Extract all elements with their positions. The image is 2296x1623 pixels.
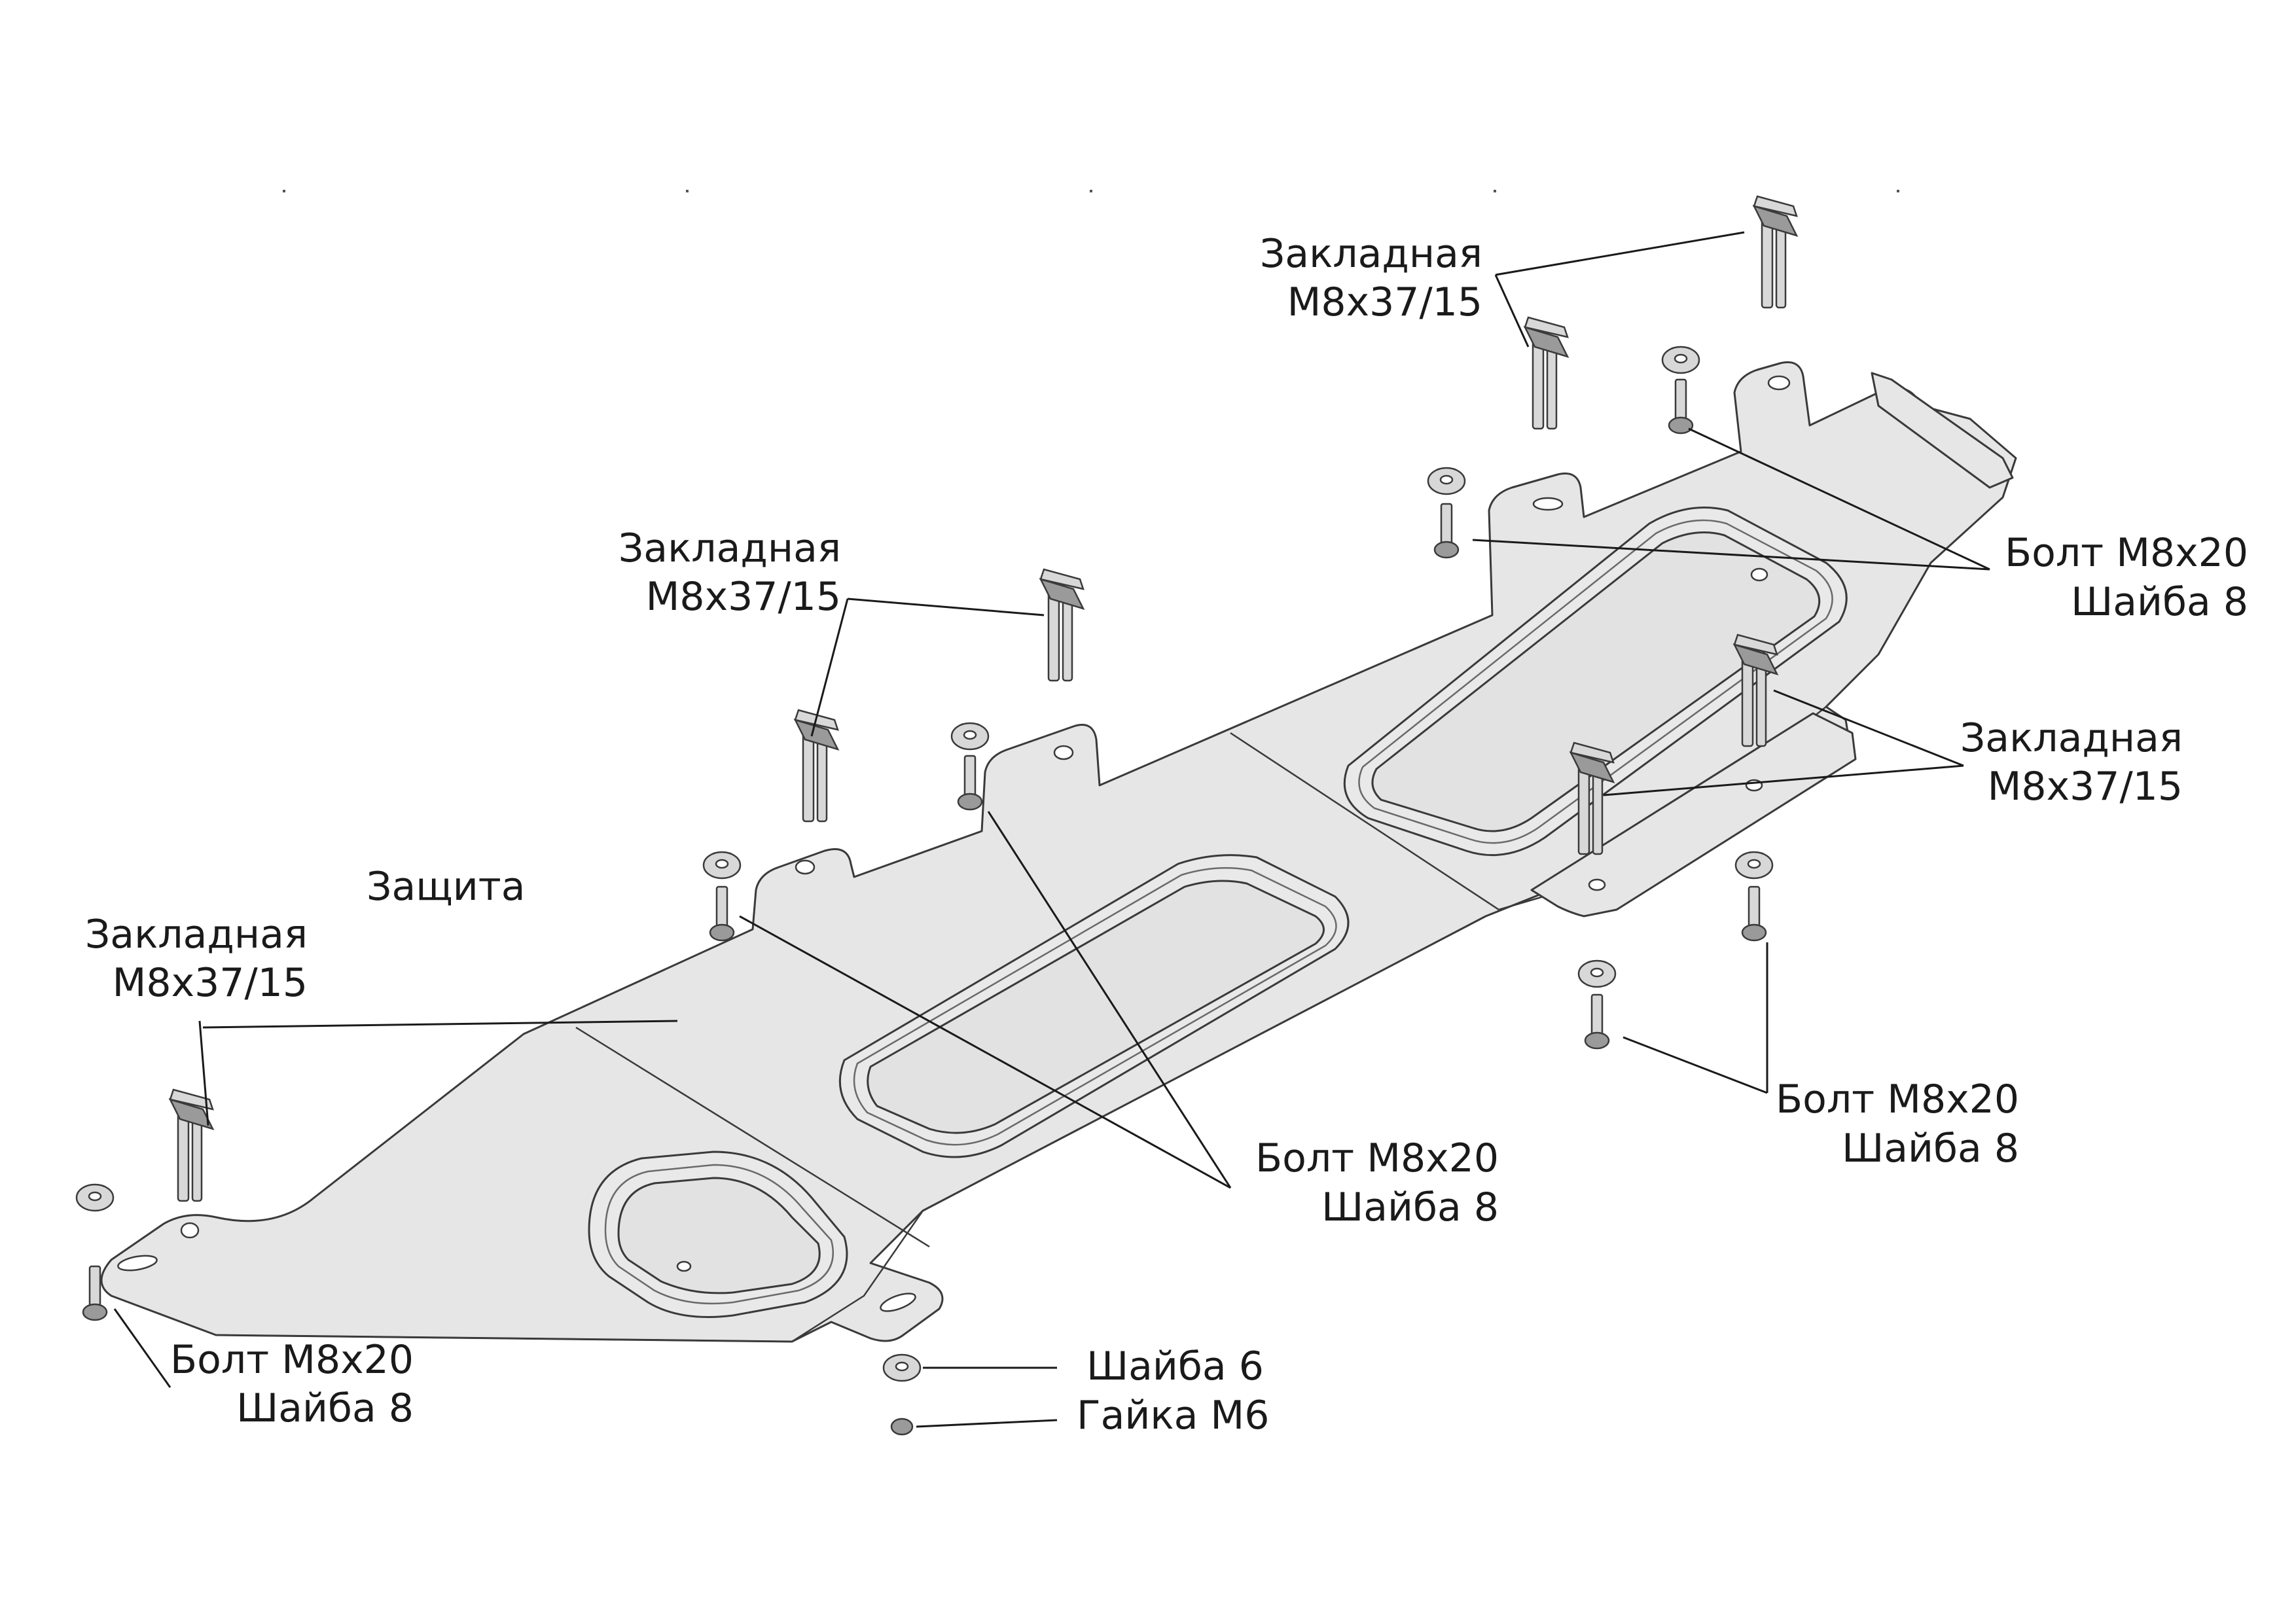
clip-nut-icon — [1524, 316, 1569, 430]
label-bolt-right-bottom: Болт M8x20 — [1776, 1077, 2019, 1122]
label-zakladnaya-left: Закладная — [85, 912, 308, 957]
nut-icon — [890, 1418, 914, 1436]
bolt-icon — [1741, 885, 1767, 942]
label-bolt-left: Болт M8x20 — [170, 1337, 414, 1383]
washer-icon — [882, 1353, 922, 1382]
tab-hole — [880, 1293, 916, 1312]
bolt-icon — [1584, 993, 1610, 1050]
plate-front-edge — [215, 1210, 924, 1343]
clip-nut-icon — [1753, 195, 1798, 309]
bolt-icon — [957, 755, 983, 811]
tab-hole — [1532, 497, 1564, 511]
tab-hole — [795, 859, 816, 875]
bolt-icon — [1668, 378, 1694, 435]
washer-icon — [1577, 959, 1617, 988]
plate-right-tab — [1530, 712, 1857, 918]
label-bolt-center-washer: Шайба 8 — [1321, 1185, 1499, 1230]
label-zakladnaya-left-size: M8x37/15 — [113, 960, 308, 1006]
tab-hole — [1053, 745, 1074, 760]
washer-icon — [1427, 467, 1466, 495]
label-gaika: Гайка M6 — [1077, 1393, 1269, 1438]
plate-seam-left — [575, 1026, 930, 1248]
washer-icon — [1734, 851, 1774, 880]
washer-icon — [75, 1183, 115, 1212]
bolt-icon — [709, 885, 735, 942]
label-zashita: Защита — [367, 864, 525, 910]
label-bolt-center: Болт M8x20 — [1255, 1135, 1499, 1181]
plate-right-flange — [1871, 372, 2014, 489]
tab-hole — [180, 1222, 200, 1239]
label-zakladnaya-mid-size: M8x37/15 — [646, 574, 841, 620]
label-bolt-right-top: Болт M8x20 — [2005, 530, 2248, 576]
washer-icon — [950, 722, 990, 751]
window-middle — [838, 854, 1350, 1158]
label-zakladnaya-right-size: M8x37/15 — [1988, 764, 2183, 810]
protection-plate — [100, 361, 2017, 1343]
window-right — [1343, 507, 1848, 857]
washer-icon — [1661, 346, 1700, 374]
leader-lines — [113, 231, 1990, 1428]
clip-nut-icon — [1039, 568, 1085, 682]
label-zakladnaya-top-size: M8x37/15 — [1287, 279, 1482, 325]
tab-hole — [1767, 375, 1791, 391]
plate-outline — [100, 361, 2017, 1343]
washer-icon — [702, 851, 742, 880]
label-zakladnaya-mid: Закладная — [619, 526, 841, 571]
label-shaiba6: Шайба 6 — [1086, 1344, 1264, 1389]
label-zakladnaya-right: Закладная — [1960, 715, 2183, 761]
page-ticks — [283, 190, 1899, 192]
bolt-icon — [1433, 503, 1460, 559]
label-bolt-left-washer: Шайба 8 — [236, 1385, 414, 1431]
clip-nut-icon — [794, 709, 839, 823]
tab-hole — [117, 1255, 158, 1272]
label-bolt-right-bottom-washer: Шайба 8 — [1842, 1126, 2019, 1171]
plate-seam-right — [1230, 732, 1499, 911]
label-bolt-right-top-washer: Шайба 8 — [2071, 579, 2248, 625]
window-square — [588, 1150, 848, 1318]
label-zakladnaya-top: Закладная — [1260, 231, 1482, 277]
